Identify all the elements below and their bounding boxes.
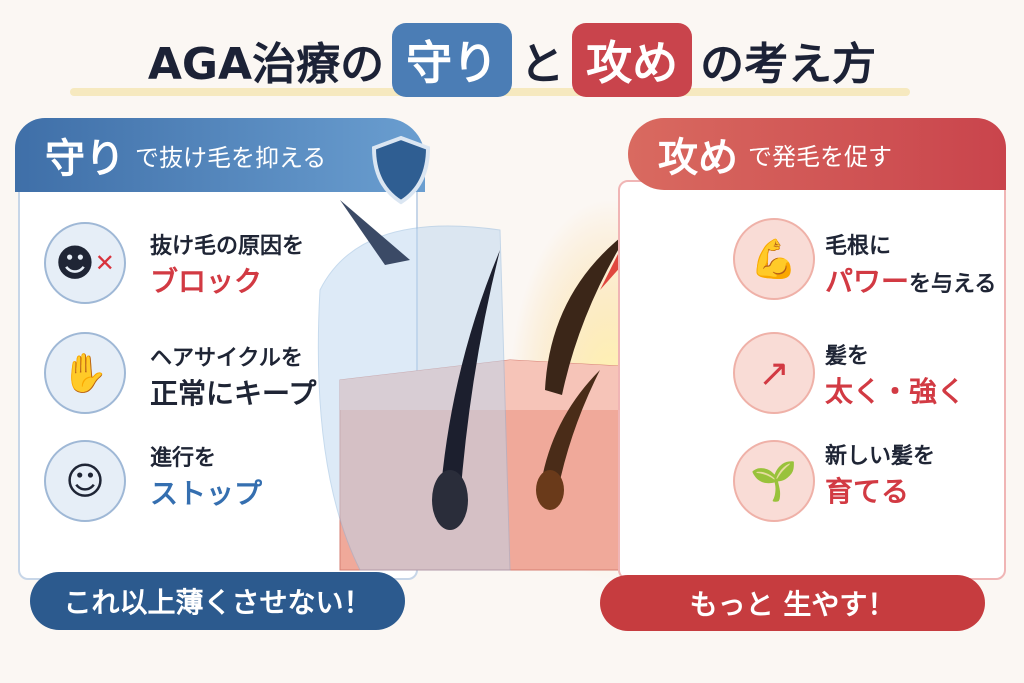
flexed-arm-icon: 💪 — [733, 218, 815, 300]
offense-item-2: ↗ — [733, 332, 815, 414]
title-and: と — [520, 39, 565, 90]
title-offense-pill: 攻め — [572, 23, 693, 97]
defense-hair-icon — [440, 250, 500, 500]
item-text-line2: ブロック — [150, 265, 263, 298]
defense-item-3: ☺ — [44, 440, 126, 522]
defense-item-1: ☻✕ — [44, 222, 126, 304]
item-text-line1: 進行を — [150, 446, 217, 471]
offense-item-1: 💪 — [733, 218, 815, 300]
title-part1: AGA治療の — [147, 39, 385, 90]
sprouting-hair-icon: 🌱 — [733, 440, 815, 522]
protective-shield — [317, 225, 511, 571]
item-text-line2: 育てる — [825, 475, 910, 508]
defense-header-title: 守り — [45, 136, 125, 182]
item-text-line1: 髪を — [825, 344, 870, 369]
offense-header-subtitle: で発毛を促す — [748, 142, 892, 171]
item-text-line2: 太く・強く — [825, 375, 966, 408]
defense-header-subtitle: で抜け毛を抑える — [135, 143, 327, 172]
offense-item-1-text: 毛根に パワーを与える — [825, 228, 996, 300]
offense-footer: もっと 生やす！ — [600, 575, 985, 631]
strong-hair-icon: ↗ — [733, 332, 815, 414]
blocked-villain-icon: ☻✕ — [44, 222, 126, 304]
defense-item-1-text: 抜け毛の原因を ブロック — [150, 228, 304, 300]
defense-footer: これ以上薄くさせない！ — [30, 572, 405, 630]
item-text-line2: 正常にキープ — [150, 377, 317, 410]
item-text-line1: 抜け毛の原因を — [150, 234, 305, 259]
item-text-line2: ストップ — [150, 477, 263, 510]
hair-bulb — [432, 470, 468, 530]
offense-item-2-text: 髪を 太く・強く — [825, 338, 965, 410]
item-text-line1: ヘアサイクルを — [150, 346, 303, 371]
offense-header-title: 攻め — [658, 135, 738, 181]
new-hair-icon — [540, 370, 600, 490]
defense-header: 守り で抜け毛を抑える — [15, 118, 425, 192]
offense-item-3-text: 新しい髪を 育てる — [825, 438, 935, 510]
item-text-line1: 毛根に — [825, 234, 892, 259]
offense-item-3: 🌱 — [733, 440, 815, 522]
hair-bulb — [536, 470, 564, 510]
title-defense-pill: 守り — [392, 23, 513, 97]
page-title: AGA治療の 守り と 攻め の考え方 — [0, 22, 1024, 98]
defense-item-2-text: ヘアサイクルを 正常にキープ — [150, 340, 316, 412]
item-text-line1: 新しい髪を — [825, 444, 936, 469]
stop-hand-icon: ✋ — [44, 332, 126, 414]
offense-header: 攻め で発毛を促す — [628, 118, 1006, 190]
shield-icon — [371, 135, 431, 205]
item-text-line2-suffix: を与える — [909, 272, 997, 297]
defense-item-3-text: 進行を ストップ — [150, 440, 262, 512]
defense-item-2: ✋ — [44, 332, 126, 414]
item-text-line2: パワー — [825, 265, 910, 298]
offense-hair-icon — [545, 230, 630, 395]
title-part2: の考え方 — [700, 39, 877, 90]
down-arrow-icon — [340, 200, 410, 265]
relaxed-person-icon: ☺ — [44, 440, 126, 522]
